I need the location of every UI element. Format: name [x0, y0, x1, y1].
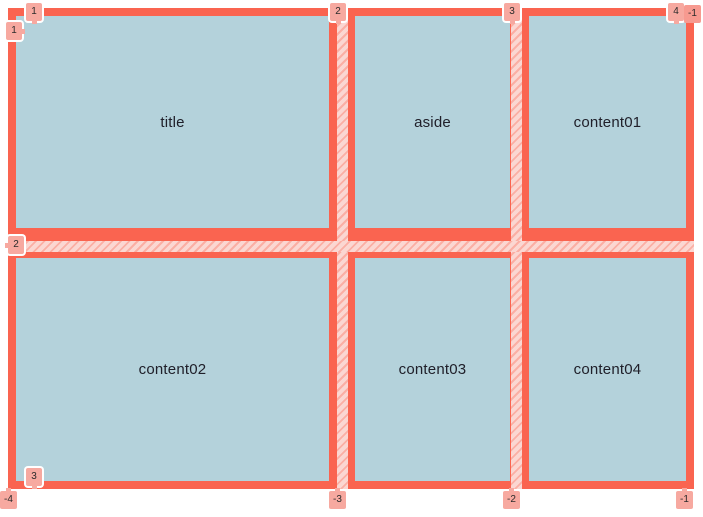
grid-cell-aside[interactable]: aside — [355, 16, 510, 228]
column-line-badge-negative-1[interactable]: -1 — [676, 488, 693, 509]
grid-cell-label: content04 — [573, 361, 642, 378]
grid-cell-content03[interactable]: content03 — [355, 258, 510, 481]
row-line-badge-1[interactable]: 1 — [6, 22, 25, 40]
column-line-badge-negative-4[interactable]: -4 — [0, 488, 17, 509]
grid-cell-label: aside — [414, 113, 451, 131]
grid-cell-label: content01 — [573, 113, 642, 131]
grid-cell-label: content03 — [398, 361, 467, 378]
row-line-badge-3[interactable]: 3 — [26, 468, 42, 489]
grid-cell-label: title — [160, 113, 185, 131]
column-line-badge-negative-3[interactable]: -3 — [329, 488, 346, 509]
column-line-badge-negative-2[interactable]: -2 — [503, 488, 520, 509]
column-line-badge-negative-1-top[interactable]: -1 — [684, 5, 701, 23]
row-gap-strip-1 — [8, 241, 694, 252]
column-line-badge-4[interactable]: 4 — [668, 3, 684, 24]
row-line-badge-2[interactable]: 2 — [5, 236, 24, 254]
grid-cell-content02[interactable]: content02 — [16, 258, 329, 481]
column-line-badge-2[interactable]: 2 — [330, 3, 346, 24]
grid-cell-content04[interactable]: content04 — [529, 258, 686, 481]
column-line-badge-1[interactable]: 1 — [26, 3, 42, 24]
grid-cell-title[interactable]: title — [16, 16, 329, 228]
column-line-badge-3[interactable]: 3 — [504, 3, 520, 24]
grid-cell-label: content02 — [138, 361, 207, 378]
grid-container: title aside content01 content02 content0… — [8, 8, 694, 489]
grid-cell-content01[interactable]: content01 — [529, 16, 686, 228]
